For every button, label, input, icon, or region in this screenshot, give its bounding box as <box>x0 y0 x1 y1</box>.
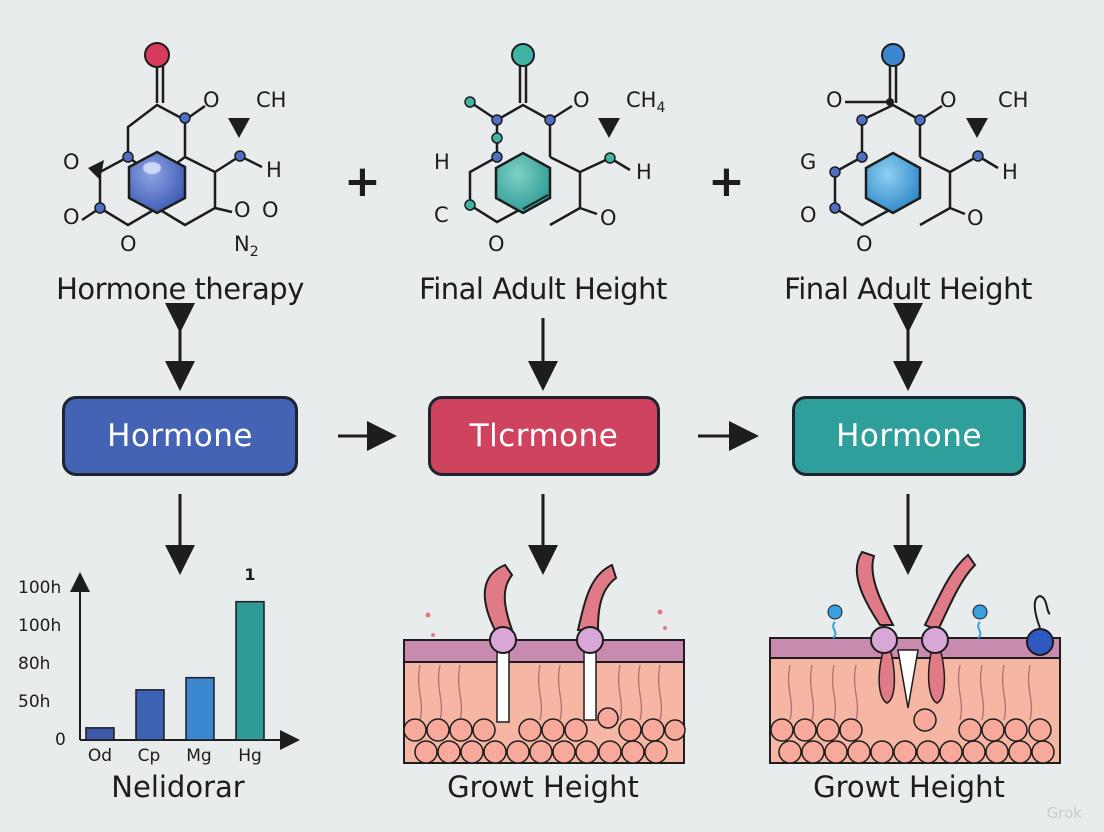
y-tick-label: 100h <box>18 616 62 636</box>
atom-label: O <box>63 205 80 229</box>
atom-red <box>144 42 170 68</box>
tissue-illustration-1 <box>403 563 686 764</box>
atom-label: O <box>234 198 251 222</box>
atom-label: N2 <box>234 232 259 261</box>
atom-label: O <box>203 88 220 112</box>
atom-label: O <box>856 232 873 256</box>
bar-cp <box>135 689 165 741</box>
hormone-box-1: Hormone <box>62 396 298 476</box>
bar-hg <box>235 600 265 741</box>
atom-label: O <box>488 232 505 256</box>
atom-label: O <box>120 232 137 256</box>
benzene-ring-blue <box>127 150 187 215</box>
atom-label: O <box>600 206 617 230</box>
bottom-label-3: Growt Height <box>813 770 1005 804</box>
molecule-3 <box>833 62 999 227</box>
y-tick-label: 80h <box>18 654 51 674</box>
y-tick-label: 50h <box>18 692 51 712</box>
bar-mg <box>185 676 215 741</box>
atom-label: H <box>636 160 652 184</box>
molecule-label-3: Final Adult Height <box>784 272 1032 306</box>
atom-label: H <box>434 150 450 174</box>
atom-label: H <box>1002 160 1018 184</box>
x-tick-label: Cp <box>137 746 161 766</box>
bottom-label-1: Nelidorar <box>111 770 245 804</box>
benzene-ring-sky <box>864 151 922 215</box>
atom-teal <box>511 43 535 67</box>
x-tick-label: Mg <box>186 746 212 766</box>
bar-od <box>85 727 115 741</box>
plus-operator-1: + <box>344 156 381 207</box>
molecule-2 <box>468 62 631 227</box>
atom-label: C <box>434 203 449 227</box>
x-tick-label: Hg <box>238 746 262 766</box>
tissue-illustration-2 <box>769 550 1061 764</box>
y-tick-label: 100h <box>18 578 62 598</box>
atom-label: G <box>800 150 817 174</box>
flow-arrows <box>165 303 923 575</box>
hormone-box-3: Hormone <box>792 396 1026 476</box>
molecule-label-1: Hormone therapy <box>56 272 304 306</box>
atom-label: O <box>826 88 843 112</box>
bottom-label-2: Growt Height <box>447 770 639 804</box>
atom-label: H <box>266 158 282 182</box>
atom-blue <box>881 43 905 67</box>
atom-label: O <box>262 198 279 222</box>
atom-label: O <box>573 88 590 112</box>
atom-label: CH <box>256 88 287 112</box>
molecule-label-2: Final Adult Height <box>419 272 667 306</box>
bar-chart-bars <box>85 600 265 741</box>
atom-label: CH <box>998 88 1029 112</box>
bar-annotation: 1 <box>244 565 256 584</box>
y-tick-label: 0 <box>55 730 66 750</box>
atom-label: O <box>940 88 957 112</box>
benzene-ring-teal <box>494 151 552 215</box>
atom-label: O <box>967 206 984 230</box>
hormone-box-2: Tlcrmone <box>428 396 660 476</box>
atom-label: CH4 <box>626 88 666 117</box>
x-tick-label: Od <box>87 746 113 766</box>
atom-label: O <box>800 203 817 227</box>
plus-operator-2: + <box>708 156 745 207</box>
atom-label: O <box>63 150 80 174</box>
watermark: Grok <box>1046 804 1082 822</box>
